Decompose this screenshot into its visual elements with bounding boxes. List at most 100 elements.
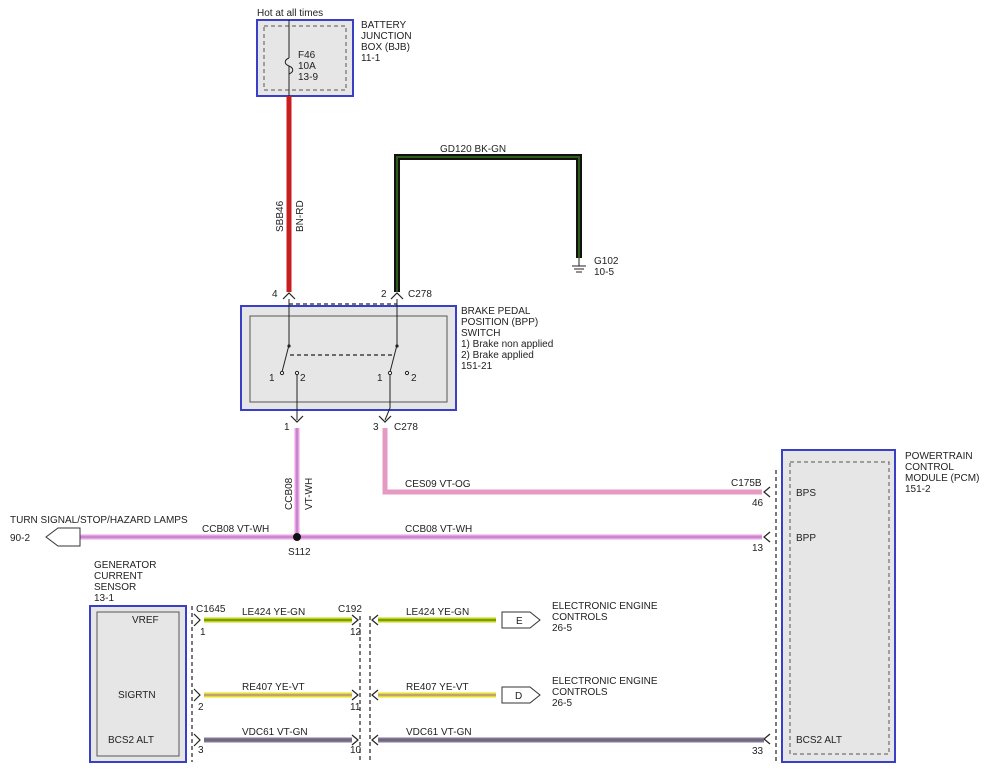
gen-pin-2-terminal-icon — [193, 688, 201, 702]
gen-num-3: 3 — [198, 745, 204, 756]
eec-d-title-2: CONTROLS — [552, 687, 608, 698]
bjb-title-1: BATTERY — [361, 20, 407, 31]
wire-sbb46-color: BN-RD — [295, 200, 306, 232]
pin-2-terminal-icon — [390, 292, 404, 300]
bpp-pin-1: 1 — [284, 422, 290, 433]
wire-le424-right-label: LE424 YE-GN — [406, 607, 469, 618]
fuse-ref: 13-9 — [298, 72, 318, 83]
gen-num-2: 2 — [198, 702, 204, 713]
splice-s112 — [293, 533, 301, 541]
wire-le424-left-label: LE424 YE-GN — [242, 607, 305, 618]
wire-ccb08-left-label: CCB08 VT-WH — [202, 524, 269, 535]
pcm-ref: 151-2 — [905, 484, 931, 495]
ground-icon — [572, 258, 586, 273]
wire-vdc61-right-label: VDC61 VT-GN — [406, 727, 472, 738]
pcm-pin-46: 46 — [752, 498, 764, 509]
wire-re407-left-label: RE407 YE-VT — [242, 682, 305, 693]
wire-gd120-label: GD120 BK-GN — [440, 144, 506, 155]
bpp-title-1: BRAKE PEDAL — [461, 306, 531, 317]
bpp-pin-4: 4 — [272, 289, 278, 300]
c192-label: C192 — [338, 604, 362, 615]
c192-11-female-icon — [371, 689, 379, 701]
bpp-title-2: POSITION (BPP) — [461, 317, 538, 328]
c192-12-male-icon — [351, 614, 359, 626]
eec-e-ref: 26-5 — [552, 623, 572, 634]
eec-e-letter: E — [516, 616, 523, 627]
eec-d-title-1: ELECTRONIC ENGINE — [552, 676, 658, 687]
pcm-bps-terminal-icon — [763, 486, 771, 498]
right-contact-1: 1 — [377, 373, 383, 384]
gen-title-3: SENSOR — [94, 582, 136, 593]
bpp-connector-bottom: C278 — [394, 422, 418, 433]
pcm-pin-bpp: BPP — [796, 533, 816, 544]
left-contact-1: 1 — [269, 373, 275, 384]
c192-num-12: 12 — [350, 627, 362, 638]
gen-connector: C1645 — [196, 604, 226, 615]
hot-at-all-times-label: Hot at all times — [257, 8, 323, 19]
gen-title-1: GENERATOR — [94, 560, 156, 571]
turn-signal-label: TURN SIGNAL/STOP/HAZARD LAMPS — [10, 515, 188, 526]
generator-current-sensor: GENERATOR CURRENT SENSOR 13-1 VREF SIGRT… — [89, 560, 226, 763]
turn-signal-ref: 90-2 — [10, 533, 30, 544]
wire-ccb08-right-label: CCB08 VT-WH — [405, 524, 472, 535]
wire-ccb08-color: VT-WH — [304, 478, 315, 510]
wire-sbb46-circuit: SBB46 — [275, 200, 286, 232]
pcm-pin-bcs2: BCS2 ALT — [796, 735, 842, 746]
c192-num-11: 11 — [350, 702, 361, 713]
switch-blade-right-icon — [389, 344, 398, 373]
fuse-rating: 10A — [298, 61, 316, 72]
battery-junction-box: Hot at all times F46 10A 13-9 BATTERY JU… — [256, 8, 412, 97]
gen-pin-vref: VREF — [132, 615, 159, 626]
bjb-title-2: JUNCTION — [361, 31, 412, 42]
eec-e-connector: E ELECTRONIC ENGINE CONTROLS 26-5 — [501, 601, 658, 634]
bpp-connector-top: C278 — [408, 289, 432, 300]
pcm-bpp-terminal-icon — [763, 531, 771, 543]
wire-ccb08-circuit: CCB08 — [284, 477, 295, 510]
fuse-name: F46 — [298, 50, 316, 61]
ground-g102: G102 — [594, 256, 619, 267]
right-contact-2: 2 — [411, 373, 417, 384]
gen-ref: 13-1 — [94, 593, 114, 604]
wire-ces09 — [382, 428, 762, 495]
pcm-title-3: MODULE (PCM) — [905, 473, 979, 484]
bpp-title-3: SWITCH — [461, 328, 500, 339]
bjb-title-3: BOX (BJB) — [361, 42, 410, 53]
pin-3-terminal-icon — [378, 415, 392, 423]
bpp-pin-2: 2 — [381, 289, 387, 300]
wire-vdc61-left-label: VDC61 VT-GN — [242, 727, 308, 738]
bpp-pin-3: 3 — [373, 422, 379, 433]
eec-e-title-1: ELECTRONIC ENGINE — [552, 601, 658, 612]
bpp-switch: 4 2 C278 1 2 1 2 1 3 C278 BRAKE PEDAL PO… — [240, 289, 553, 433]
pcm-module: POWERTRAIN CONTROL MODULE (PCM) 151-2 C1… — [731, 449, 979, 763]
fuse-icon — [284, 57, 294, 75]
pcm-title-2: CONTROL — [905, 462, 954, 473]
c192-12-female-icon — [371, 614, 379, 626]
c192-10-female-icon — [371, 734, 379, 746]
gen-pin-bcs2: BCS2 ALT — [108, 735, 154, 746]
splice-label: S112 — [288, 547, 311, 558]
switch-blade-left-icon — [281, 344, 290, 373]
ground-ref: 10-5 — [594, 267, 614, 278]
left-contact-2: 2 — [300, 373, 306, 384]
pcm-title-1: POWERTRAIN — [905, 451, 973, 462]
pin-4-terminal-icon — [282, 292, 296, 300]
pcm-connector: C175B — [731, 478, 762, 489]
pcm-pin-33: 33 — [752, 746, 764, 757]
connector-c192: C192 12 11 10 — [338, 604, 379, 762]
eec-e-title-2: CONTROLS — [552, 612, 608, 623]
gen-pin-sigrtn: SIGRTN — [118, 690, 156, 701]
bjb-ref: 11-1 — [361, 53, 381, 64]
pcm-pin-13: 13 — [752, 543, 764, 554]
c192-11-male-icon — [351, 689, 359, 701]
bpp-state-1: 1) Brake non applied — [461, 339, 553, 350]
gen-pin-3-terminal-icon — [193, 733, 201, 747]
eec-d-connector: D ELECTRONIC ENGINE CONTROLS 26-5 — [501, 676, 658, 709]
wire-gd120 — [394, 154, 582, 292]
pcm-pin-bps: BPS — [796, 488, 816, 499]
turn-signal-connector: TURN SIGNAL/STOP/HAZARD LAMPS 90-2 — [10, 515, 188, 547]
eec-d-ref: 26-5 — [552, 698, 572, 709]
bpp-ref: 151-21 — [461, 361, 493, 372]
gen-pin-1-terminal-icon — [193, 613, 201, 627]
c192-num-10: 10 — [350, 745, 362, 756]
wire-re407-right-label: RE407 YE-VT — [406, 682, 469, 693]
